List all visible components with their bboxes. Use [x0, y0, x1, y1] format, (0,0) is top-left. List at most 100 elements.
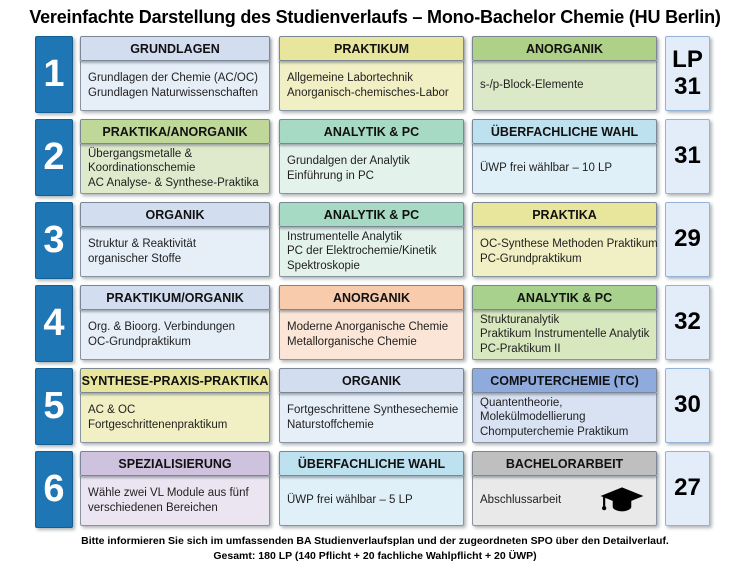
module-line: Molekülmodellierung	[480, 411, 586, 424]
module-title: ÜBERFACHLICHE WAHL	[279, 451, 464, 476]
module-title: PRAKTIKUM/ORGANIK	[80, 285, 270, 310]
module-line: Einführung in PC	[287, 169, 374, 182]
footer-total: Gesamt: 180 LP (140 Pflicht + 20 fachlic…	[213, 550, 537, 562]
lp-value: 31	[674, 142, 701, 170]
lp-value: 32	[674, 308, 701, 336]
module-uberfachliche-wahl: ÜBERFACHLICHE WAHL ÜWP frei wählbar – 5 L…	[279, 451, 464, 526]
module-body: s-/p-Block-Elemente	[472, 61, 657, 111]
lp-value: 31	[674, 72, 701, 100]
module-line: Grundalgen der Analytik	[287, 155, 410, 167]
module-line: verschiedenen Bereichen	[88, 501, 218, 514]
module-title: PRAKTIKA	[472, 202, 657, 227]
module-line: Grundlagen Naturwissenschaften	[88, 86, 259, 99]
module-title: ANORGANIK	[472, 36, 657, 61]
lp-value: 30	[674, 391, 701, 419]
semester-number-2: 2	[35, 119, 73, 196]
module-line: Metallorganische Chemie	[287, 335, 417, 348]
module-title: PRAKTIKUM	[279, 36, 464, 61]
module-title: ANALYTIK & PC	[279, 119, 464, 144]
semester-number-4: 4	[35, 285, 73, 362]
module-line: Strukturanalytik	[480, 313, 560, 326]
module-line: Naturstoffchemie	[287, 418, 374, 431]
semester-number-5: 5	[35, 368, 73, 445]
lp-label: LP	[672, 45, 703, 73]
module-line: OC-Grundpraktikum	[88, 335, 191, 348]
footer: Bitte informieren Sie sich im umfassende…	[0, 534, 750, 563]
module-line: Spektroskopie	[287, 259, 360, 272]
module-line: PC-Grundpraktikum	[480, 252, 582, 265]
module-line: Fortgeschrittene Synthesechemie	[287, 404, 459, 416]
module-line: AC & OC	[88, 404, 136, 416]
module-body: AC & OC Fortgeschrittenenpraktikum	[80, 393, 270, 443]
module-line: Org. & Bioorg. Verbindungen	[88, 321, 236, 333]
semester-number-3: 3	[35, 202, 73, 279]
module-title: ORGANIK	[80, 202, 270, 227]
module-line: organischer Stoffe	[88, 252, 182, 265]
lp-box-semester-6: 27	[665, 451, 710, 526]
module-line: ÜWP frei wählbar – 5 LP	[287, 494, 413, 507]
module-body: ÜWP frei wählbar – 10 LP	[472, 144, 657, 194]
semester-number-1: 1	[35, 36, 73, 113]
module-body: Abschlussarbeit	[472, 476, 657, 526]
module-line: Chomputerchemie Praktikum	[480, 425, 629, 438]
page-title: Vereinfachte Darstellung des Studienverl…	[29, 7, 721, 27]
module-title: ANALYTIK & PC	[279, 202, 464, 227]
module-uberfachliche-wahl: ÜBERFACHLICHE WAHL ÜWP frei wählbar – 10 …	[472, 119, 657, 194]
lp-box-semester-3: 29	[665, 202, 710, 277]
module-synthese-praxis-praktika: SYNTHESE-PRAXIS-PRAKTIKA AC & OC Fortgesch…	[80, 368, 270, 443]
module-title: ORGANIK	[279, 368, 464, 393]
lp-box-semester-2: 31	[665, 119, 710, 194]
lp-value: 27	[674, 474, 701, 502]
module-line: Allgemeine Labortechnik	[287, 72, 413, 84]
module-title: ANORGANIK	[279, 285, 464, 310]
module-title: PRAKTIKA/ANORGANIK	[80, 119, 270, 144]
module-title: COMPUTERCHEMIE (TC)	[472, 368, 657, 393]
module-line: Instrumentelle Analytik	[287, 230, 403, 243]
module-line: Fortgeschrittenenpraktikum	[88, 418, 228, 431]
module-line: Übergangsmetalle &	[88, 147, 193, 160]
module-body: Grundlagen der Chemie (AC/OC)Grundlagen …	[80, 61, 270, 111]
module-title: ÜBERFACHLICHE WAHL	[472, 119, 657, 144]
module-line: Quantentheorie,	[480, 396, 563, 409]
graduation-cap-icon	[600, 486, 644, 511]
module-line: Praktikum Instrumentelle Analytik	[480, 328, 650, 341]
module-body: ÜWP frei wählbar – 5 LP	[279, 476, 464, 526]
module-line: PC der Elektrochemie/Kinetik	[287, 245, 437, 258]
module-computerchemie-tc: COMPUTERCHEMIE (TC) Quantentheorie, Molekü…	[472, 368, 657, 443]
module-analytik-pc: ANALYTIK & PC Instrumentelle Analytik PC d…	[279, 202, 464, 277]
semester-number-6: 6	[35, 451, 73, 528]
module-line: Koordinationschemie	[88, 162, 196, 175]
module-line: ÜWP frei wählbar – 10 LP	[480, 162, 613, 175]
module-praktika-anorganik: PRAKTIKA/ANORGANIK Übergangsmetalle & Koor…	[80, 119, 270, 194]
module-line: Abschlussarbeit	[480, 494, 562, 507]
module-title: SYNTHESE-PRAXIS-PRAKTIKA	[80, 368, 270, 393]
module-line: AC Analyse- & Synthese-Praktika	[88, 176, 259, 189]
module-line: Moderne Anorganische Chemie	[287, 321, 449, 333]
module-body: Instrumentelle Analytik PC der Elektroche…	[279, 227, 464, 277]
lp-box-semester-5: 30	[665, 368, 710, 443]
